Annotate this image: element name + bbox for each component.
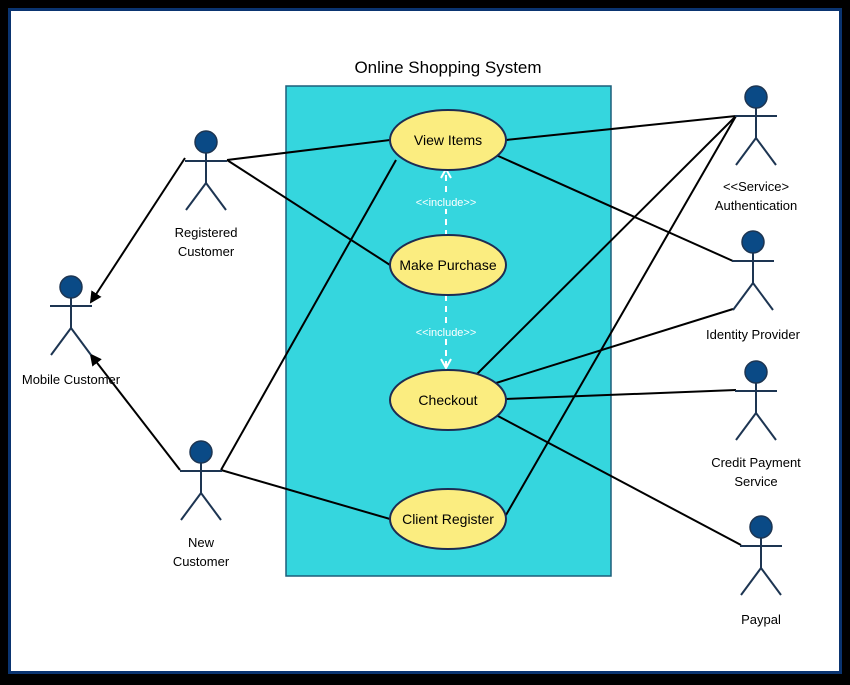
assoc-checkout-authentication: [476, 115, 737, 375]
actor-right-leg: [205, 182, 227, 211]
actor-head: [189, 440, 213, 464]
generalization-new-mobile: [89, 353, 181, 471]
assoc-new-clientregister: [220, 469, 391, 520]
actor-mobile-customer[interactable]: Mobile Customer: [22, 275, 121, 387]
actor-left-leg: [185, 182, 207, 211]
assoc-clientregister-authentication: [505, 115, 737, 516]
actor-label: Registered: [175, 225, 238, 240]
actor-head: [744, 85, 768, 109]
use-case-client-register[interactable]: Client Register: [389, 488, 507, 550]
actor-identity-provider[interactable]: Identity Provider: [706, 230, 801, 342]
actor-paypal[interactable]: Paypal: [740, 515, 782, 627]
actor-head: [194, 130, 218, 154]
actor-label: Paypal: [741, 612, 781, 627]
actor-left-leg: [732, 282, 754, 311]
actor-head: [741, 230, 765, 254]
actor-label: Identity Provider: [706, 327, 801, 342]
system-title: Online Shopping System: [354, 58, 541, 77]
actor-left-leg: [180, 492, 202, 521]
actor-label: Credit Payment: [711, 455, 801, 470]
actor-head: [749, 515, 773, 539]
use-case-label: Make Purchase: [399, 257, 496, 273]
actor-right-leg: [760, 567, 782, 596]
use-case-checkout[interactable]: Checkout: [389, 369, 507, 431]
actor-right-leg: [752, 282, 774, 311]
assoc-checkout-paypal: [495, 414, 742, 546]
assoc-viewitems-authentication: [505, 115, 737, 141]
actor-label: Customer: [173, 554, 230, 569]
actor-right-leg: [755, 412, 777, 441]
actor-label: Mobile Customer: [22, 372, 121, 387]
include-label-purchase-checkout: <<include>>: [416, 327, 477, 339]
use-case-make-purchase[interactable]: Make Purchase: [389, 234, 507, 296]
actor-right-leg: [200, 492, 222, 521]
actor-authentication[interactable]: <<Service> Authentication: [715, 85, 797, 213]
assoc-new-viewitems: [220, 159, 397, 471]
actor-head: [744, 360, 768, 384]
actor-left-leg: [50, 327, 72, 356]
actor-label: Service: [734, 474, 777, 489]
include-label-bg: [410, 195, 482, 209]
actor-label: Customer: [178, 244, 235, 259]
assoc-viewitems-identity: [495, 154, 734, 262]
actor-right-leg: [755, 137, 777, 166]
use-case-view-items[interactable]: View Items: [389, 109, 507, 171]
assoc-registered-viewitems: [226, 139, 391, 161]
include-label-bg: [410, 325, 482, 339]
actor-right-leg: [70, 327, 92, 356]
assoc-registered-makepurchase: [226, 159, 391, 266]
actor-label: <<Service>: [723, 179, 789, 194]
use-case-label: Checkout: [418, 392, 477, 408]
use-case-label: View Items: [414, 132, 482, 148]
actor-left-leg: [735, 412, 757, 441]
actor-label: Authentication: [715, 198, 797, 213]
actor-left-leg: [735, 137, 757, 166]
actor-head: [59, 275, 83, 299]
associations: [89, 115, 742, 546]
include-label-view-purchase: <<include>>: [416, 197, 477, 209]
assoc-checkout-identity: [495, 308, 734, 384]
generalization-registered-mobile: [89, 157, 186, 304]
actor-left-leg: [740, 567, 762, 596]
assoc-checkout-credit: [505, 389, 737, 400]
actor-label: New: [188, 535, 215, 550]
use-case-label: Client Register: [402, 511, 494, 527]
